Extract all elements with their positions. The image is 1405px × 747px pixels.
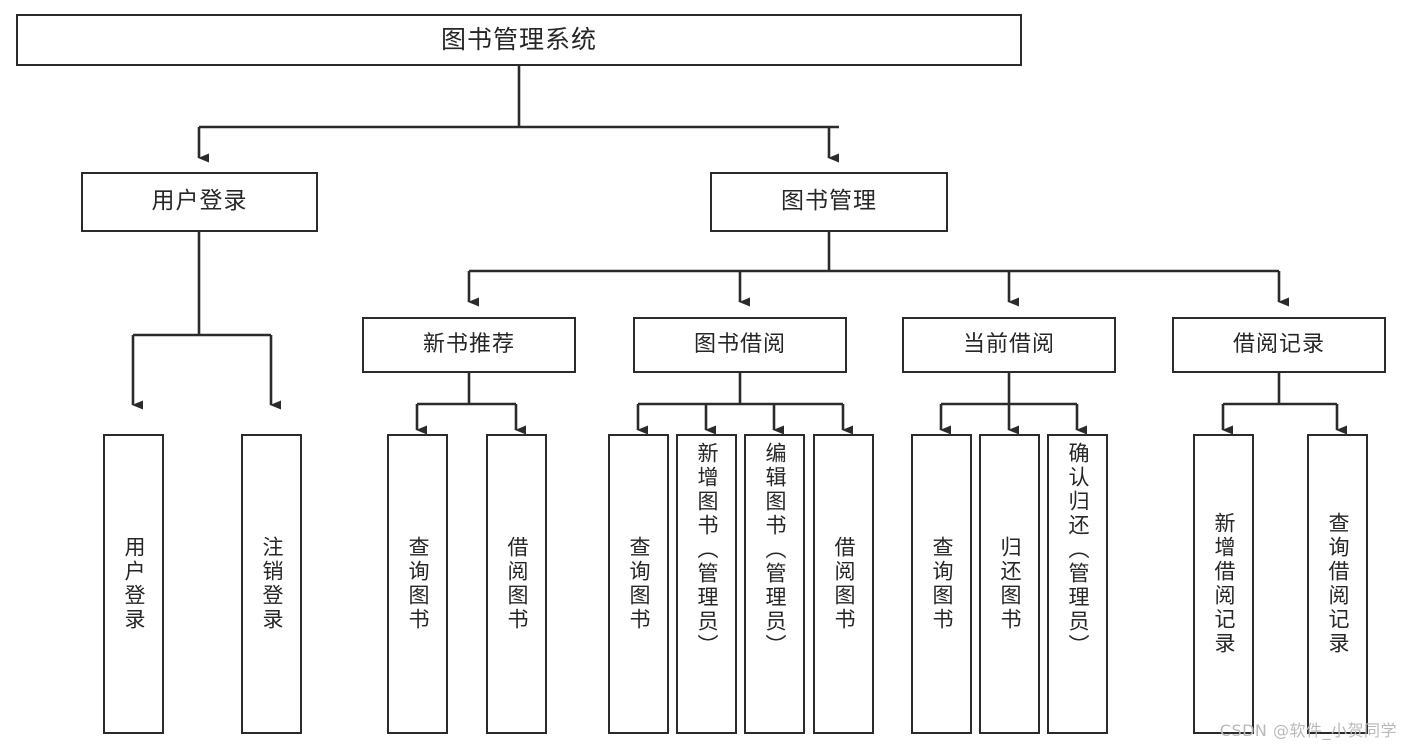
node-label: 查询图书 xyxy=(930,536,954,632)
node-label: 查询图书 xyxy=(406,536,430,632)
node-leaf-edit-book[interactable]: 编辑图书（管理员） xyxy=(744,434,805,734)
node-leaf-query-book-recommend[interactable]: 查询图书 xyxy=(387,434,448,734)
node-label: 当前借阅 xyxy=(962,332,1055,358)
node-label: 用户登录 xyxy=(151,188,248,215)
node-label: 图书管理 xyxy=(781,188,877,215)
node-current-borrow[interactable]: 当前借阅 xyxy=(902,317,1116,373)
node-label: 新增借阅记录 xyxy=(1212,512,1236,656)
node-label: 注销登录 xyxy=(260,536,284,632)
node-leaf-query-borrow-record[interactable]: 查询借阅记录 xyxy=(1307,434,1368,734)
node-label: 新书推荐 xyxy=(422,332,515,358)
node-label: 编辑图书（管理员） xyxy=(763,442,787,658)
node-leaf-add-borrow-record[interactable]: 新增借阅记录 xyxy=(1193,434,1254,734)
node-book-management[interactable]: 图书管理 xyxy=(710,172,948,232)
node-label: 图书管理系统 xyxy=(440,25,597,55)
node-leaf-borrow-book-recommend[interactable]: 借阅图书 xyxy=(486,434,547,734)
node-label: 归还图书 xyxy=(998,536,1022,632)
node-root-book-management-system[interactable]: 图书管理系统 xyxy=(16,14,1022,66)
node-leaf-borrow-book[interactable]: 借阅图书 xyxy=(813,434,874,734)
node-label: 借阅图书 xyxy=(832,536,856,632)
node-label: 查询图书 xyxy=(627,536,651,632)
node-label: 借阅记录 xyxy=(1232,332,1325,358)
node-user-login[interactable]: 用户登录 xyxy=(81,172,318,232)
node-leaf-user-logout[interactable]: 注销登录 xyxy=(241,434,302,734)
node-label: 查询借阅记录 xyxy=(1326,512,1350,656)
node-leaf-confirm-return[interactable]: 确认归还（管理员） xyxy=(1047,434,1108,734)
node-leaf-query-book-current[interactable]: 查询图书 xyxy=(911,434,972,734)
csdn-watermark: CSDN @软件_小贺同学 xyxy=(1219,721,1397,740)
node-borrow-record[interactable]: 借阅记录 xyxy=(1172,317,1386,373)
node-leaf-user-login[interactable]: 用户登录 xyxy=(103,434,164,734)
node-leaf-return-book[interactable]: 归还图书 xyxy=(979,434,1040,734)
node-leaf-add-book[interactable]: 新增图书（管理员） xyxy=(676,434,737,734)
node-book-borrow[interactable]: 图书借阅 xyxy=(633,317,847,373)
node-label: 用户登录 xyxy=(122,536,146,632)
node-label: 新增图书（管理员） xyxy=(695,442,719,658)
node-new-book-recommend[interactable]: 新书推荐 xyxy=(362,317,576,373)
node-label: 图书借阅 xyxy=(693,332,786,358)
node-label: 确认归还（管理员） xyxy=(1066,442,1090,658)
node-label: 借阅图书 xyxy=(505,536,529,632)
node-leaf-query-book-borrow[interactable]: 查询图书 xyxy=(608,434,669,734)
